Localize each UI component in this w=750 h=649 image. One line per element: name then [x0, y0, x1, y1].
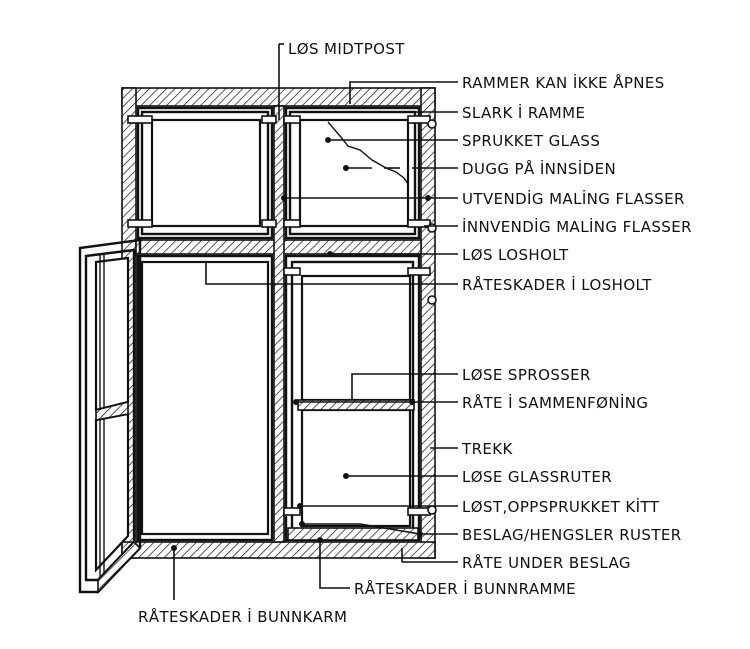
hinges: [127, 115, 437, 516]
label-sprukket-glass: SPRUKKET GLASS: [462, 132, 600, 150]
label-rateskader-i-bunnramme: RÅTESKADER İ BUNNRAMME: [354, 579, 576, 598]
mullion-midtpost: [273, 105, 285, 543]
label-lost-oppsprukket-kitt: LØST,OPPSPRUKKET KİTT: [462, 497, 660, 516]
bottom-left-opening: [136, 254, 274, 542]
hinge-icon: [283, 219, 301, 228]
hinge-icon: [407, 507, 431, 516]
hinge-icon: [283, 267, 301, 276]
glazing-bar-sprosse: [297, 399, 415, 411]
label-slark-i-ramme: SLARK İ RAMME: [462, 103, 585, 122]
label-beslag-hengsler-ruster: BESLAG/HENGSLER RUSTER: [462, 526, 682, 544]
label-lose-glassruter: LØSE GLASSRUTER: [462, 468, 612, 486]
label-los-losholt: LØS LOSHOLT: [462, 246, 569, 264]
label-dugg-pa-innsiden: DUGG PÅ İNNSİDEN: [462, 159, 616, 178]
window-frame: [121, 87, 436, 559]
hook-icon: [427, 119, 437, 129]
label-trekk: TREKK: [461, 440, 513, 458]
label-innvendig-maling-flasser: İNNVENDİG MALİNG FLASSER: [462, 217, 692, 236]
label-rate-under-beslag: RÅTE UNDER BESLAG: [462, 553, 631, 572]
label-rate-i-sammenfoning: RÅTE İ SAMMENFØNİNG: [462, 393, 648, 412]
label-utvendig-maling-flasser: UTVENDİG MALİNG FLASSER: [462, 189, 685, 208]
hinge-icon: [407, 219, 431, 228]
label-lose-sprosser: LØSE SPROSSER: [462, 366, 591, 384]
top-right-sash: [284, 106, 421, 240]
label-rammer-kan-ikke-apnes: RAMMER KAN İKKE ÅPNES: [462, 73, 665, 92]
hinge-icon: [407, 115, 431, 124]
hinge-icon: [127, 219, 153, 228]
hinge-icon: [261, 219, 277, 228]
label-los-midtpost: LØS MIDTPOST: [288, 40, 405, 58]
hinge-icon: [127, 115, 153, 124]
leader-lines: [171, 43, 458, 600]
label-rateskader-i-bunnkarm: RÅTESKADER İ BUNNKARM: [138, 607, 347, 626]
bottom-frame-bunnkarm: [121, 541, 436, 559]
hinge-icon: [407, 267, 431, 276]
hook-icon: [427, 505, 437, 515]
hinge-icon: [283, 507, 301, 516]
hinge-icon: [283, 115, 301, 124]
open-left-sash: [78, 238, 142, 594]
hook-icon: [427, 295, 437, 305]
hinge-icon: [261, 115, 277, 124]
labels: LØS MIDTPOST RAMMER KAN İKKE ÅPNES SLARK…: [138, 40, 692, 626]
top-left-sash: [136, 106, 274, 240]
right-frame: [420, 87, 436, 559]
bottom-right-sash: [284, 254, 421, 542]
label-rateskader-i-losholt: RÅTESKADER İ LOSHOLT: [462, 275, 652, 294]
